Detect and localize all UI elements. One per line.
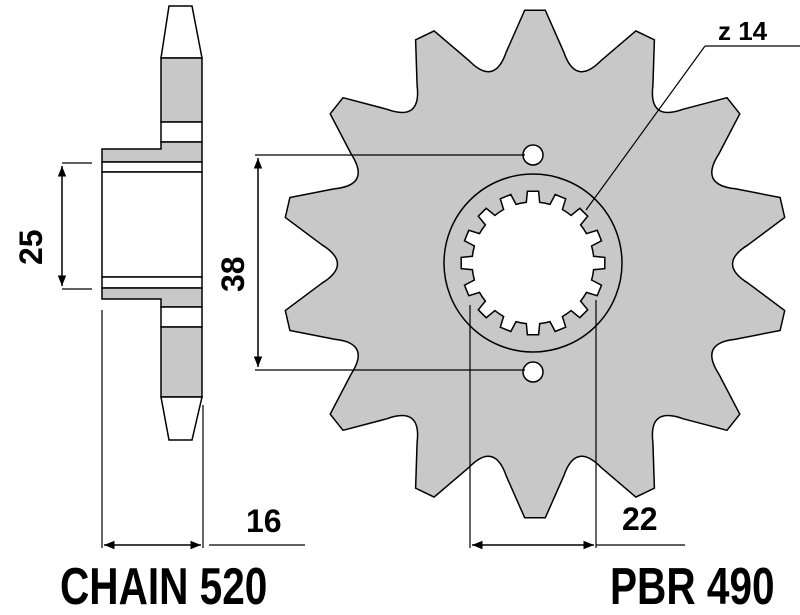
leader-line [585, 45, 706, 211]
bolt-hole-top [522, 144, 544, 166]
side-tooth-bottom [160, 396, 203, 441]
front-view [284, 9, 786, 519]
side-hub-top [101, 141, 203, 163]
side-plate-gap [160, 121, 203, 143]
side-plate-bottom [160, 326, 203, 398]
dimension-lines [57, 45, 800, 550]
side-hub-edge [101, 161, 203, 173]
side-hub-bottom [101, 287, 203, 308]
side-plate-gap [160, 306, 203, 328]
label-part-number: PBR 490 [610, 557, 775, 615]
bolt-hole-bottom [522, 361, 544, 383]
label-spline-22: 22 [622, 501, 658, 537]
side-plate-top [160, 57, 203, 123]
spline-bore [460, 190, 606, 336]
label-chain: CHAIN 520 [60, 557, 267, 615]
label-width-16: 16 [246, 503, 282, 539]
label-teeth: z 14 [718, 16, 768, 46]
side-bore [101, 171, 203, 278]
side-view [101, 5, 203, 441]
side-hub-edge [101, 276, 203, 289]
label-bore-25: 25 [13, 229, 49, 265]
label-holes-38: 38 [215, 256, 251, 292]
side-tooth-top [160, 5, 203, 59]
